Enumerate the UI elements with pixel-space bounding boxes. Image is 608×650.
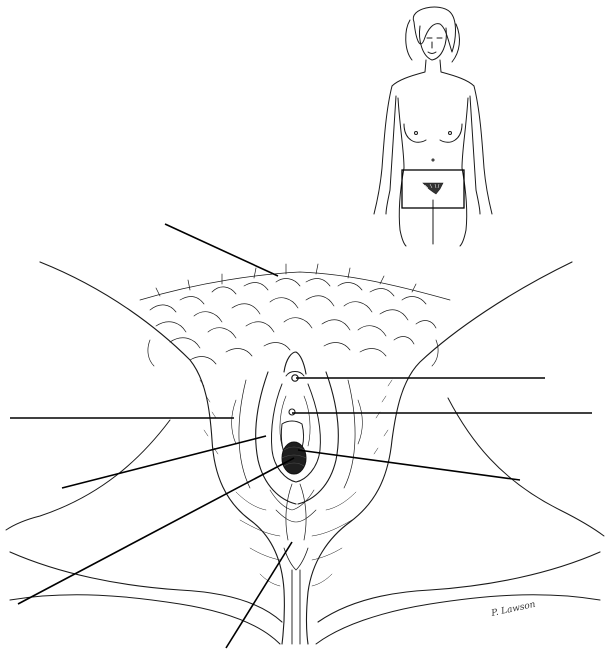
anatomy-drawing-icon: [6, 262, 604, 644]
leader-left-lower: [18, 458, 294, 604]
leader-left-middle: [62, 436, 266, 488]
artist-signature: P. Lawson: [490, 600, 537, 619]
leader-lines: [10, 224, 592, 648]
leader-top-mons: [165, 224, 278, 276]
full-body-figure-icon: [374, 7, 492, 246]
leader-bottom: [226, 542, 292, 648]
